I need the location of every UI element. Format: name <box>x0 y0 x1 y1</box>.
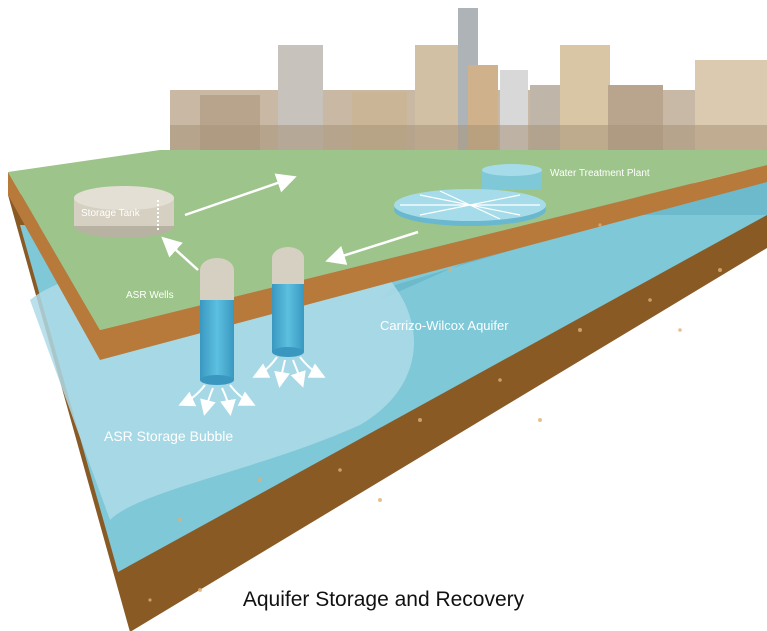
storage-bubble-label: ASR Storage Bubble <box>104 428 233 444</box>
flow-arrows <box>161 173 419 271</box>
recharge-arrows <box>178 356 326 416</box>
storage-tank <box>74 186 174 238</box>
ground-surface <box>8 150 767 330</box>
storage-tank-label: Storage Tank <box>81 208 141 219</box>
water-treatment-plant-label: Water Treatment Plant <box>550 168 650 179</box>
aquifer-label: Carrizo-Wilcox Aquifer <box>380 318 509 333</box>
diagram-caption: Aquifer Storage and Recovery <box>242 588 525 611</box>
asr-well-2 <box>272 247 304 357</box>
asr-wells-label: ASR Wells <box>126 290 174 301</box>
soil-layer <box>8 165 767 360</box>
water-treatment-plant <box>394 164 546 226</box>
city-skyline <box>170 8 767 170</box>
asr-well-1 <box>200 258 234 385</box>
